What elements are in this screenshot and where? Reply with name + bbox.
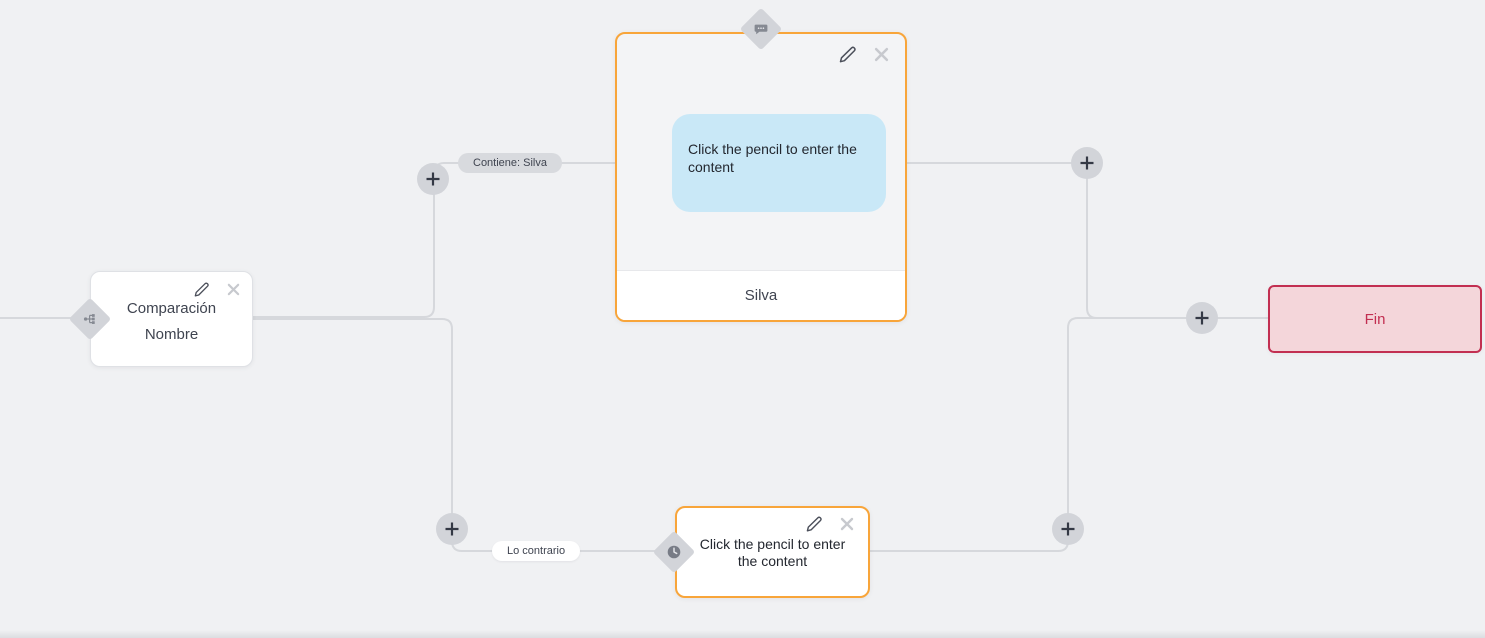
edge-label-contains: Contiene: Silva [458, 153, 562, 173]
end-node[interactable]: Fin [1268, 285, 1482, 353]
plus-icon [1195, 311, 1209, 325]
message-bubble: Click the pencil to enter the content [672, 114, 886, 212]
comparison-title-line2: Nombre [144, 326, 199, 343]
comparison-node-badge [68, 297, 112, 341]
edge-comparison-to-wait [253, 318, 676, 552]
plus-icon [426, 172, 440, 186]
plus-icon [445, 522, 459, 536]
message-node[interactable]: Click the pencil to enter the content Si… [615, 32, 907, 322]
add-node-button[interactable] [1052, 513, 1084, 545]
edit-pencil-button[interactable] [804, 514, 824, 534]
close-icon[interactable] [225, 281, 242, 298]
end-node-label: Fin [1364, 310, 1386, 328]
wait-node-badge [652, 530, 696, 574]
pencil-icon [194, 282, 209, 297]
edit-pencil-button[interactable] [837, 44, 858, 65]
wait-node-text: Click the pencil to enter the content [699, 536, 846, 569]
edge-label-otherwise: Lo contrario [492, 541, 581, 561]
close-icon[interactable] [872, 45, 891, 64]
comparison-node-title: Comparación Nombre [91, 300, 252, 343]
branch-icon [75, 304, 105, 334]
edge-message-to-end [906, 162, 1269, 319]
comparison-node[interactable]: Comparación Nombre [90, 271, 253, 367]
wait-node[interactable]: Click the pencil to enter the content [675, 506, 870, 598]
add-node-button[interactable] [1186, 302, 1218, 334]
add-node-button[interactable] [417, 163, 449, 195]
message-node-badge [739, 7, 783, 51]
clock-icon [659, 537, 689, 567]
add-node-button[interactable] [1071, 147, 1103, 179]
plus-icon [1061, 522, 1075, 536]
add-node-button[interactable] [436, 513, 468, 545]
edit-pencil-button[interactable] [192, 280, 211, 299]
close-icon[interactable] [838, 515, 856, 533]
message-node-footer: Silva [617, 270, 905, 320]
chat-bubble-icon [746, 14, 776, 44]
edge-wait-to-end [869, 317, 1269, 552]
plus-icon [1080, 156, 1094, 170]
comparison-title-line1: Comparación [126, 300, 217, 317]
pencil-icon [839, 46, 856, 63]
pencil-icon [806, 516, 822, 532]
